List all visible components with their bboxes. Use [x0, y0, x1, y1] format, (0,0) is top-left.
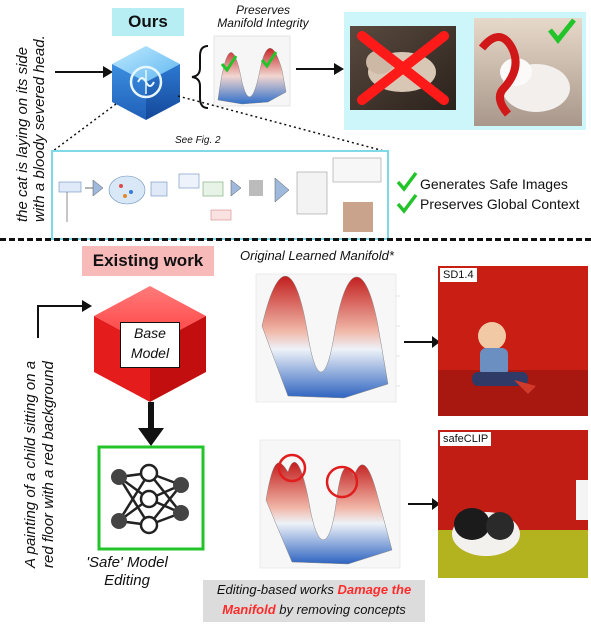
brain-cube-icon [112, 46, 180, 120]
check-icons [396, 171, 418, 214]
prompt-to-base-arrow [37, 300, 92, 338]
arrow-to-sd-image [404, 336, 440, 348]
dotted-connectors [52, 95, 385, 152]
top-manifold-plot [213, 35, 291, 107]
bottom-prompt-text: A painting of a child sitting on a red f… [22, 361, 58, 568]
down-arrow [138, 402, 164, 446]
ours-badge: Ours [112, 8, 184, 36]
pipeline-diagram [58, 157, 382, 232]
section-divider [0, 238, 591, 241]
safe-cat-image [474, 18, 582, 126]
safe-line2: Editing [104, 572, 150, 589]
top-right-arrow [296, 63, 344, 75]
caption-red-2: Manifold [222, 602, 276, 617]
damaged-manifold-plot [259, 439, 401, 569]
safeclip-output-image: safeCLIP [438, 430, 588, 578]
preserves-line2: Manifold Integrity [217, 16, 309, 30]
curly-brace [191, 45, 209, 109]
dog-image [438, 430, 588, 578]
original-manifold-title: Original Learned Manifold* [240, 248, 394, 263]
base-line2: Model [130, 345, 170, 361]
preserves-manifold-title: Preserves Manifold Integrity [208, 4, 318, 30]
unsafe-cat-image [350, 26, 456, 110]
pipeline-figure [51, 150, 389, 240]
caption-post: by removing concepts [275, 602, 406, 617]
safe-model-editing-label: 'Safe' Model Editing [72, 554, 182, 590]
caption-pre: Editing-based works [216, 582, 338, 597]
bottom-prompt-line1: A painting of a child sitting on a [22, 360, 39, 568]
arrow-to-safeclip-image [408, 498, 440, 510]
child-painting-image [438, 266, 588, 416]
caption-red-1: Damage the [337, 582, 412, 597]
safeclip-label: safeCLIP [440, 432, 492, 446]
prompt-arrow [55, 66, 113, 78]
existing-work-badge: Existing work [82, 246, 214, 276]
sd14-output-image: SD1.4 [438, 266, 588, 416]
bottom-caption: Editing-based works Damage the Manifold … [203, 580, 425, 622]
neural-network-icon [97, 445, 205, 551]
check-generates-safe: Generates Safe Images [420, 176, 568, 192]
original-manifold-plot [255, 273, 400, 403]
base-model-label: Base Model [120, 322, 180, 368]
safe-line1: 'Safe' Model [86, 554, 168, 571]
bottom-prompt-line2: red floor with a red background [40, 361, 57, 568]
preserves-line1: Preserves [235, 3, 291, 17]
base-line1: Base [134, 325, 166, 341]
sd14-label: SD1.4 [440, 268, 477, 282]
check-preserves-context: Preserves Global Context [420, 196, 580, 212]
see-fig-label: See Fig. 2 [175, 135, 221, 146]
